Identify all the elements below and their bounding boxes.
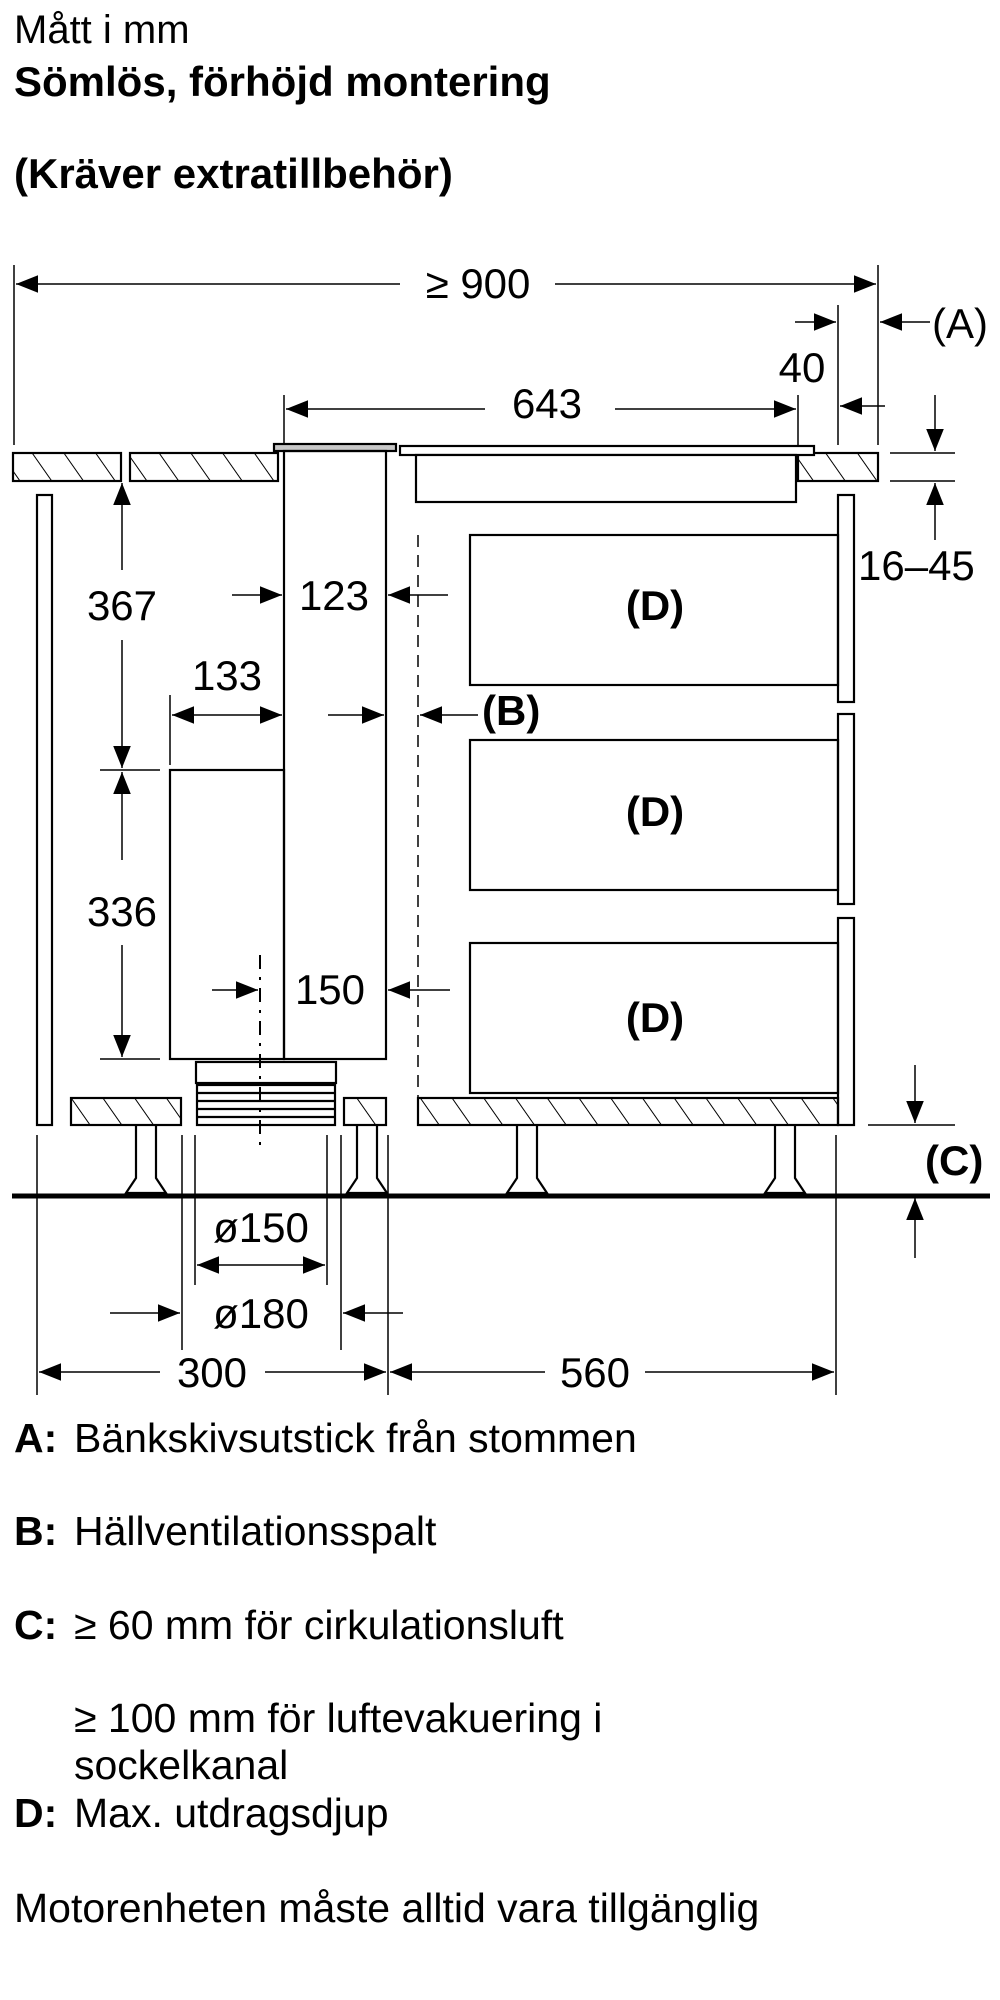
front-panel-2 xyxy=(836,712,856,906)
label-c: (C) xyxy=(925,1137,983,1184)
dim-total-width-label: ≥ 900 xyxy=(426,260,531,307)
dim-plinth-gap xyxy=(868,1065,955,1258)
worktop-left-a xyxy=(11,451,123,483)
dim-worktop-thickness-label: 16–45 xyxy=(858,542,975,589)
drawer-3 xyxy=(468,941,840,1095)
legend-text: Hällventilationsspalt xyxy=(74,1508,437,1554)
dim-filter-outer-label: ø180 xyxy=(213,1290,309,1337)
legend-key: A: xyxy=(14,1415,58,1461)
dim-overhang xyxy=(795,305,930,445)
bottom-board-mid xyxy=(342,1096,388,1127)
dim-hob-width-label: 643 xyxy=(512,380,582,427)
page-title: Sömlös, förhöjd montering xyxy=(14,58,551,105)
bottom-board-left xyxy=(69,1096,183,1127)
motor-unit xyxy=(168,768,286,1061)
dim-hob-width xyxy=(283,395,799,445)
legend-item-d: D: Max. utdragsdjup xyxy=(14,1790,389,1837)
label-b: (B) xyxy=(482,687,540,734)
drawer-2-label: (D) xyxy=(626,788,684,835)
legend-text-cont: sockelkanal xyxy=(74,1742,289,1788)
dim-height-lower-label: 336 xyxy=(87,888,157,935)
dim-cabinet-left-label: 300 xyxy=(177,1349,247,1396)
cabinet-legs xyxy=(123,1125,808,1195)
footer-note: Motorenheten måste alltid vara tillgängl… xyxy=(14,1885,760,1931)
drawer-3-label: (D) xyxy=(626,994,684,1041)
dim-worktop-thickness xyxy=(890,395,955,540)
dim-filter-diameters xyxy=(110,1135,403,1350)
duct-column xyxy=(282,449,388,1061)
dim-heights xyxy=(100,483,160,1060)
dim-filter-inner-label: ø150 xyxy=(213,1204,309,1251)
hob-glass xyxy=(398,444,816,457)
dim-motor-depth xyxy=(169,695,282,765)
dim-cabinet-right-label: 560 xyxy=(560,1349,630,1396)
units-note: Mått i mm xyxy=(14,8,190,52)
legend-item-b: B: Hällventilationsspalt xyxy=(14,1508,436,1555)
drawer-1-label: (D) xyxy=(626,582,684,629)
hob-body xyxy=(414,453,798,504)
legend-item-a: A: Bänkskivsutstick från stommen xyxy=(14,1415,637,1462)
label-a: (A) xyxy=(932,300,988,347)
bottom-board-right xyxy=(416,1096,840,1127)
worktop-left-b xyxy=(128,451,280,483)
drawer-2 xyxy=(468,738,840,892)
legend-text: ≥ 60 mm för cirkulationsluft xyxy=(74,1602,564,1648)
left-side-panel xyxy=(35,493,54,1127)
drawer-1 xyxy=(468,533,840,687)
filter-connector xyxy=(194,1060,338,1085)
legend-key: C: xyxy=(14,1602,58,1648)
accessory-note: (Kräver extratillbehör) xyxy=(14,150,453,197)
label-a-text: (A) xyxy=(932,300,988,347)
front-panel-3 xyxy=(836,916,856,1127)
dim-motor-depth-label: 133 xyxy=(192,652,262,699)
legend-item-c: C: ≥ 60 mm för cirkulationsluft xyxy=(14,1602,564,1649)
dim-cabinet-widths xyxy=(36,1135,837,1395)
dim-height-upper-label: 367 xyxy=(87,582,157,629)
legend-text: Bänkskivsutstick från stommen xyxy=(74,1415,637,1461)
worktop-right xyxy=(796,451,880,483)
legend-text: ≥ 100 mm för luftevakuering i xyxy=(74,1695,603,1741)
legend-item-c-extra: ≥ 100 mm för luftevakuering i sockelkana… xyxy=(14,1695,602,1789)
front-panel-1 xyxy=(836,493,856,704)
dim-duct-gap-top-label: 123 xyxy=(299,572,369,619)
dim-total-width xyxy=(13,265,879,445)
legend-key: D: xyxy=(14,1790,58,1836)
filter-ribbed xyxy=(195,1083,337,1127)
dim-duct-gap-bottom-label: 150 xyxy=(295,966,365,1013)
legend-key: B: xyxy=(14,1508,58,1554)
dim-overhang-label: 40 xyxy=(779,344,826,391)
legend-text: Max. utdragsdjup xyxy=(74,1790,389,1836)
